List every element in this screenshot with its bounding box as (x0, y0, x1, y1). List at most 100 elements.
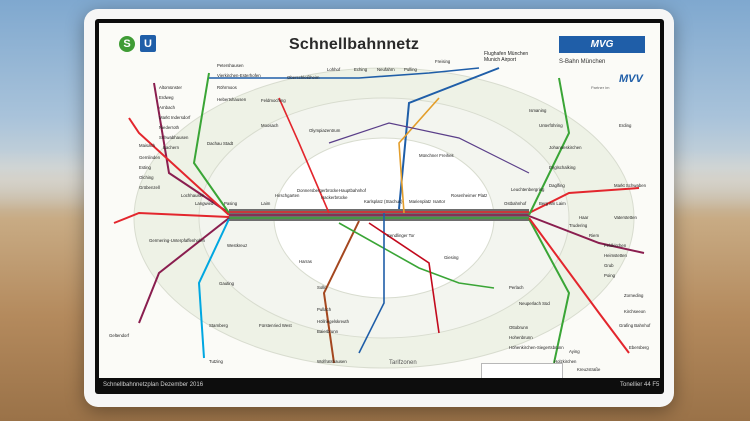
station-label[interactable]: Isartor (433, 199, 446, 204)
station-label[interactable]: Pasing (224, 201, 238, 206)
tariff-legend-box (481, 363, 563, 378)
station-label[interactable]: Geltendorf (109, 333, 130, 338)
station-label[interactable]: Münchner Freiheit (419, 153, 454, 158)
station-label[interactable]: Karlsplatz (Stachus) (364, 199, 403, 204)
station-label[interactable]: Haar (579, 215, 589, 220)
station-label[interactable]: Marienplatz (409, 199, 432, 204)
station-label[interactable]: Petershausen (217, 63, 244, 68)
line-s4-west (113, 211, 230, 224)
station-label[interactable]: Vierkirchen-Esterhofen (217, 73, 261, 78)
station-label[interactable]: Fürstenried West (259, 323, 292, 328)
station-label[interactable]: Ostbahnhof (504, 201, 527, 206)
station-label[interactable]: Hebertshausen (217, 97, 247, 102)
station-label[interactable]: Feldkirchen (604, 243, 627, 248)
station-label[interactable]: Ismaning (529, 108, 547, 113)
station-label[interactable]: Berg am Laim (539, 201, 566, 206)
mvg-logo: MVG (559, 36, 645, 53)
station-label[interactable]: Eching (354, 67, 368, 72)
station-label[interactable]: Giesing (444, 255, 459, 260)
station-label[interactable]: Aying (569, 349, 580, 354)
station-label[interactable]: Markt Schwaben (614, 183, 647, 188)
mvv-logo: MVV (619, 73, 643, 85)
station-label[interactable]: Hohenbrunn (509, 335, 533, 340)
station-label[interactable]: Johanneskirchen (549, 145, 582, 150)
station-label[interactable]: Freising (435, 59, 451, 64)
station-label[interactable]: Kreuzstraße (577, 367, 601, 372)
station-label[interactable]: Hirschgarten (275, 193, 300, 198)
station-label[interactable]: Arnbach (159, 105, 176, 110)
line-u1 (278, 97, 330, 214)
line-s4-east (528, 215, 645, 254)
station-label[interactable]: Perlach (509, 285, 524, 290)
station-label[interactable]: Wolfratshausen (317, 359, 347, 364)
station-label[interactable]: Neufahrn (377, 67, 395, 72)
station-label[interactable]: Bachern (163, 145, 180, 150)
station-label[interactable]: Gröbenzell (139, 185, 160, 190)
station-label[interactable]: Schwabhausen (159, 135, 189, 140)
line-s1-north (209, 67, 480, 79)
station-label[interactable]: Vaterstetten (614, 215, 637, 220)
station-label[interactable]: Maisach (139, 143, 156, 148)
station-label[interactable]: Feldmoching (261, 98, 286, 103)
s-bahn-logo: S (119, 36, 135, 52)
station-label[interactable]: Esting (139, 165, 151, 170)
map-title: Schnellbahnnetz (289, 36, 420, 53)
line-s3-southeast (528, 218, 571, 364)
station-label[interactable]: Daglfing (549, 183, 565, 188)
station-label[interactable]: Gernlinden (139, 155, 161, 160)
station-label[interactable]: Gauting (219, 281, 235, 286)
station-label[interactable]: Grub (604, 263, 614, 268)
station-label[interactable]: Markt Indersdorf (159, 115, 191, 120)
station-label[interactable]: Sendlinger Tor (387, 233, 415, 238)
station-label[interactable]: Erdweg (159, 95, 174, 100)
station-label[interactable]: Rosenheimer Platz (451, 193, 488, 198)
station-label[interactable]: Kirchseeon (624, 309, 646, 314)
station-label[interactable]: Solln (317, 285, 327, 290)
station-label[interactable]: Poing (604, 273, 615, 278)
station-label[interactable]: Altomünster (159, 85, 182, 90)
station-label[interactable]: Hauptbahnhof (339, 188, 366, 193)
station-label[interactable]: Erding (619, 123, 632, 128)
station-label[interactable]: Grafing Bahnhof (619, 323, 651, 328)
station-label[interactable]: Niederroth (159, 125, 180, 130)
station-label[interactable]: Hackerbrücke (321, 195, 348, 200)
station-label[interactable]: Höllriegelskreuth (317, 319, 350, 324)
station-label[interactable]: Riem (589, 233, 600, 238)
station-label[interactable]: Dachau Stadt (207, 141, 234, 146)
line-s7-southeast (528, 217, 630, 354)
station-label[interactable]: Röhrmoos (217, 85, 237, 90)
station-label[interactable]: Lochhausen (181, 193, 205, 198)
rail-network-lines (113, 67, 645, 369)
airport-label: Flughafen München Munich Airport (484, 51, 529, 63)
station-label[interactable]: Lohhof (327, 67, 341, 72)
station-label[interactable]: Heimstetten (604, 253, 627, 258)
station-label[interactable]: Oberschleißheim (287, 75, 320, 80)
station-label[interactable]: Unterföhring (539, 123, 563, 128)
station-label[interactable]: Baierbrunn (317, 329, 339, 334)
station-label[interactable]: Harras (299, 259, 312, 264)
station-label[interactable]: Ottobrunn (509, 325, 529, 330)
station-label[interactable]: Langwied (195, 201, 214, 206)
line-s3-west (128, 117, 230, 216)
station-label[interactable]: Englschalking (549, 165, 576, 170)
map-caption-right: Tonellier 44 F5 (620, 382, 660, 388)
station-label[interactable]: Pullach (317, 307, 332, 312)
transit-map[interactable]: S U Schnellbahnnetz Flughafen München Mu… (99, 23, 660, 378)
station-label[interactable]: Tutzing (209, 359, 223, 364)
station-label[interactable]: Donnersbergerbrücke (297, 188, 339, 193)
station-label[interactable]: Westkreuz (227, 243, 248, 248)
station-label[interactable]: Holzkirchen (554, 359, 577, 364)
station-label[interactable]: Olching (139, 175, 154, 180)
station-label[interactable]: Höhenkirchen-Siegertsbrunn (509, 345, 564, 350)
station-label[interactable]: Zorneding (624, 293, 644, 298)
station-label[interactable]: Starnberg (209, 323, 228, 328)
station-label[interactable]: Leuchtenbergring (511, 187, 545, 192)
station-label[interactable]: Moosach (261, 123, 279, 128)
station-label[interactable]: Laim (261, 201, 271, 206)
station-label[interactable]: Pulling (404, 67, 417, 72)
station-label[interactable]: Ebersberg (629, 345, 649, 350)
station-label[interactable]: Olympiazentrum (309, 128, 341, 133)
station-label[interactable]: Germering-Unterpfaffenhofen (149, 238, 206, 243)
station-label[interactable]: Trudering (569, 223, 588, 228)
station-label[interactable]: Neuperlach Süd (519, 301, 550, 306)
